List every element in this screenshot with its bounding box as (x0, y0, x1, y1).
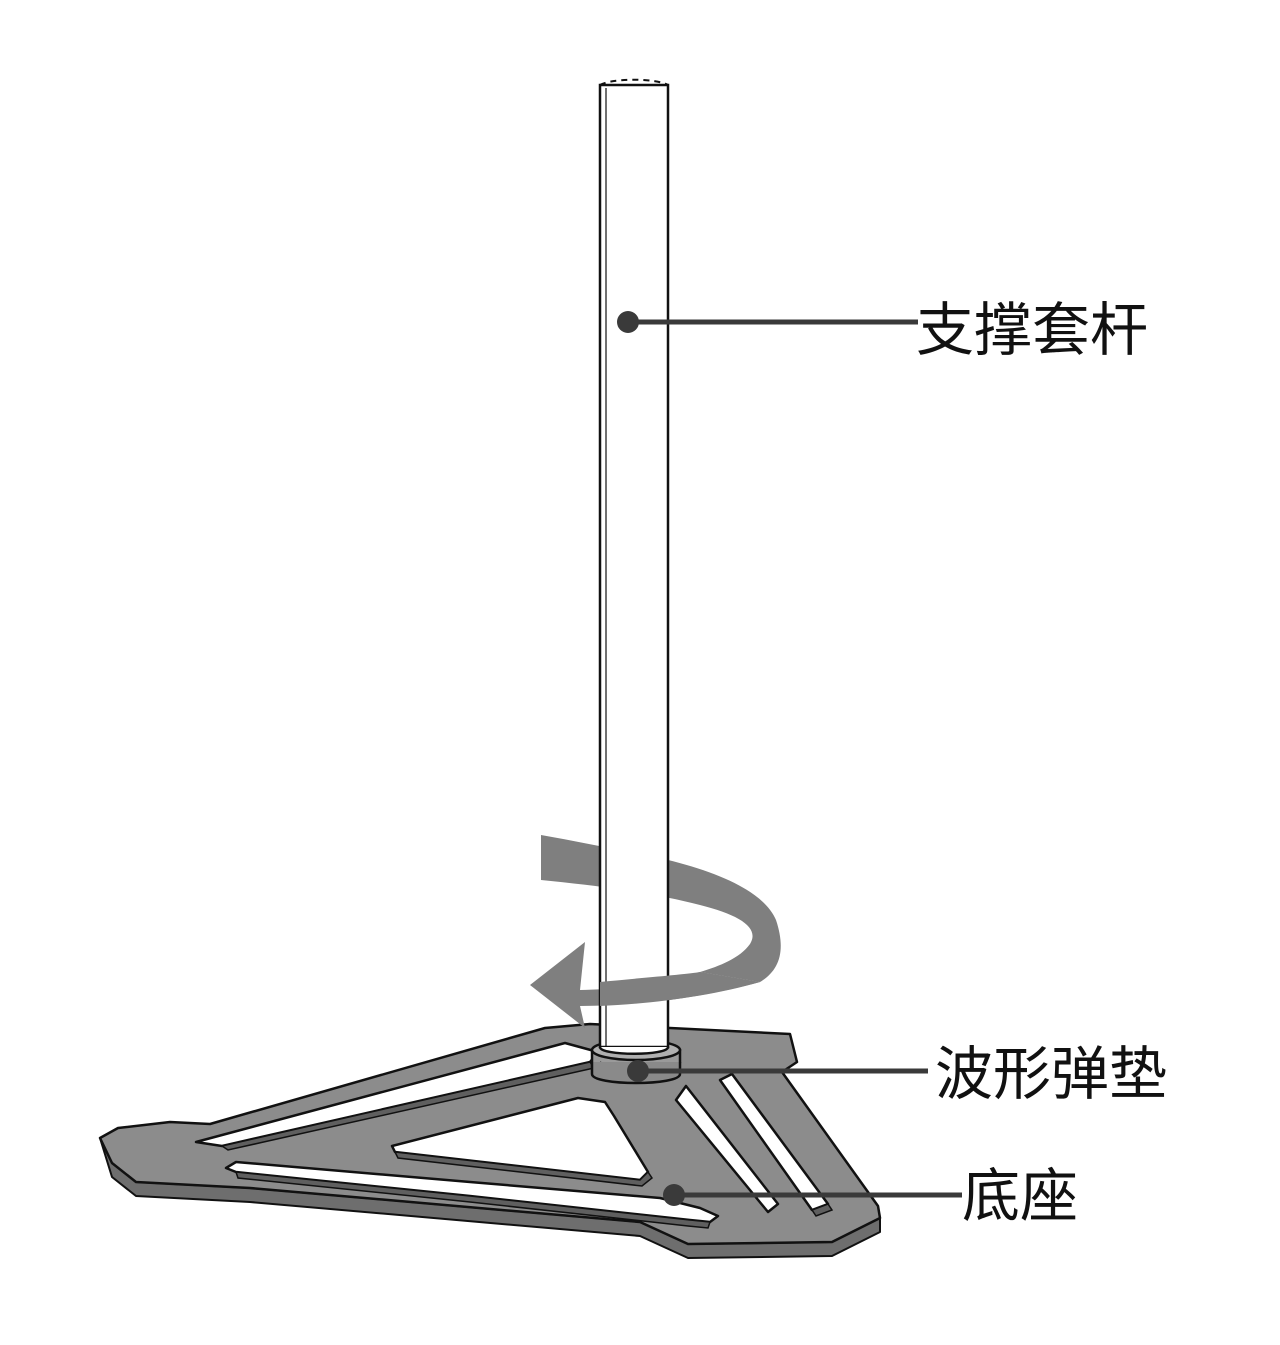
callout-base: 底座 (663, 1162, 1078, 1230)
label-support-rod: 支撑套杆 (916, 296, 1148, 364)
label-wave-washer: 波形弹垫 (935, 1040, 1167, 1108)
leader-dot-support-rod (617, 311, 639, 333)
base-slot-right-1 (674, 1084, 780, 1214)
label-base: 底座 (962, 1162, 1078, 1230)
support-rod-top-break (599, 78, 669, 86)
callout-wave-washer: 波形弹垫 (627, 1040, 1167, 1108)
support-rod (598, 78, 670, 1055)
rotation-arrow-front-segment (600, 972, 760, 1006)
callout-support-rod: 支撑套杆 (617, 296, 1148, 364)
leader-dot-wave-washer (627, 1060, 649, 1082)
leader-dot-base (663, 1184, 685, 1206)
base-plate (98, 1022, 882, 1259)
